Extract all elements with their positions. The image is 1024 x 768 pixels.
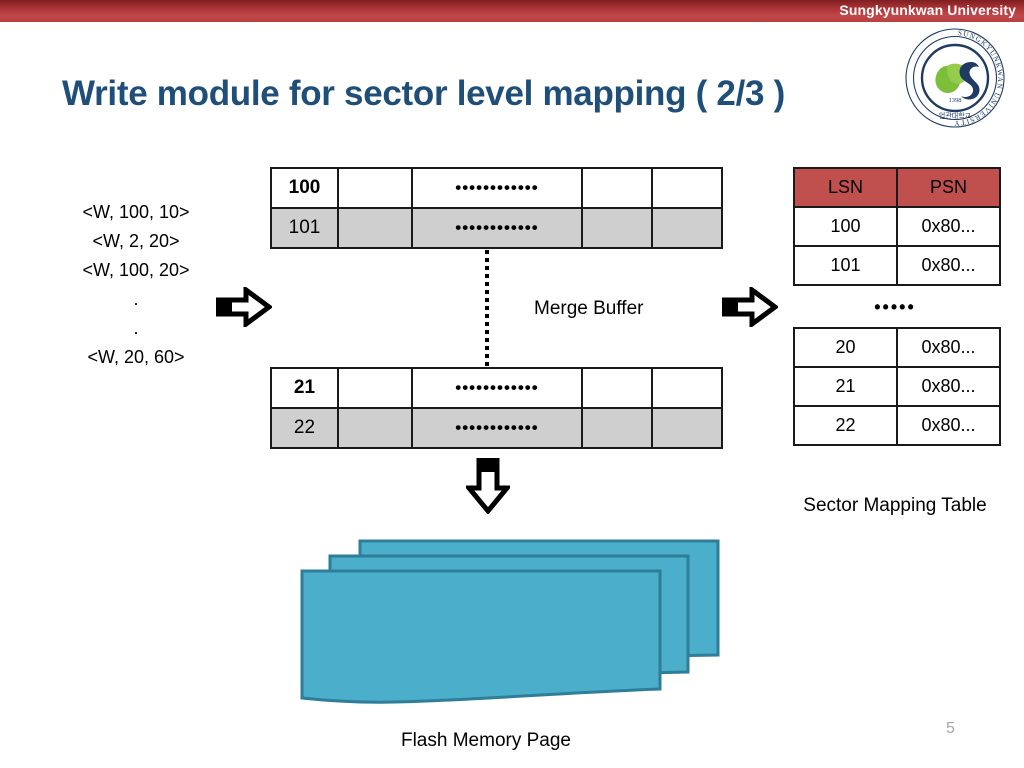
header-banner (0, 0, 1024, 22)
lsn-cell: 22 (793, 405, 898, 446)
sector-mapping-table-upper: LSN PSN 100 0x80... 101 0x80... (793, 167, 1001, 286)
buffer-cell-blank (651, 407, 723, 449)
psn-cell: 0x80... (896, 245, 1001, 286)
table-row: 22 •••••••••••• (270, 407, 723, 449)
buffer-cell-blank (337, 207, 413, 249)
write-request-ellipsis: . (133, 289, 139, 309)
psn-cell: 0x80... (896, 327, 1001, 368)
psn-cell: 0x80... (896, 405, 1001, 446)
flash-memory-page-stack (300, 525, 720, 705)
buffer-cell-blank (581, 407, 653, 449)
page-number: 5 (946, 720, 955, 737)
buffer-row-id: 21 (270, 367, 339, 409)
buffer-cell-blank (581, 367, 653, 409)
lsn-cell: 101 (793, 245, 898, 286)
arrow-right-icon (721, 285, 780, 329)
sungkyunkwan-seal-logo-icon: SUNGKYUNKWAN UNIVERSITY 1398 업관대학교 (903, 26, 1007, 130)
arrow-right-icon (215, 285, 274, 329)
buffer-connector-dotted-line (485, 250, 489, 366)
buffer-row-id: 100 (270, 167, 339, 209)
university-name-label: Sungkyunkwan University (839, 2, 1016, 18)
merge-buffer-top-table: 100 •••••••••••• 101 •••••••••••• (270, 167, 723, 249)
lsn-cell: 20 (793, 327, 898, 368)
write-request-list: <W, 100, 10> <W, 2, 20> <W, 100, 20> . .… (52, 198, 220, 372)
table-row: 22 0x80... (793, 405, 1001, 446)
flash-memory-caption: Flash Memory Page (400, 730, 571, 751)
write-request-item: <W, 100, 20> (82, 260, 190, 280)
column-header-psn: PSN (896, 167, 1001, 208)
table-row: 20 0x80... (793, 327, 1001, 368)
buffer-cell-blank (337, 167, 413, 209)
buffer-cell-blank (337, 367, 413, 409)
table-header-row: LSN PSN (793, 167, 1001, 208)
svg-text:업관대학교: 업관대학교 (939, 111, 972, 120)
table-row: 21 0x80... (793, 366, 1001, 407)
mapping-table-separator-ellipsis: ••••• (874, 297, 916, 317)
buffer-row-id: 22 (270, 407, 339, 449)
merge-buffer-bottom-table: 21 •••••••••••• 22 •••••••••••• (270, 367, 723, 449)
write-request-item: <W, 2, 20> (92, 231, 180, 251)
buffer-cell-blank (337, 407, 413, 449)
column-header-lsn: LSN (793, 167, 898, 208)
buffer-cell-blank (651, 207, 723, 249)
buffer-cell-blank (581, 207, 653, 249)
table-row: 101 •••••••••••• (270, 207, 723, 249)
buffer-cell-dots: •••••••••••• (411, 207, 583, 249)
write-request-item: <W, 20, 60> (87, 347, 185, 367)
logo-year-label: 1398 (949, 97, 962, 104)
flash-memory-page (300, 569, 662, 704)
lsn-cell: 21 (793, 366, 898, 407)
psn-cell: 0x80... (896, 366, 1001, 407)
table-row: 21 •••••••••••• (270, 367, 723, 409)
merge-buffer-label: Merge Buffer (534, 298, 644, 319)
write-request-item: <W, 100, 10> (82, 202, 190, 222)
buffer-cell-dots: •••••••••••• (411, 367, 583, 409)
buffer-cell-blank (651, 367, 723, 409)
table-row: 101 0x80... (793, 245, 1001, 286)
buffer-cell-blank (651, 167, 723, 209)
table-row: 100 •••••••••••• (270, 167, 723, 209)
arrow-down-icon (463, 457, 513, 515)
sector-mapping-table-lower: 20 0x80... 21 0x80... 22 0x80... (793, 327, 1001, 446)
table-row: 100 0x80... (793, 206, 1001, 247)
buffer-row-id: 101 (270, 207, 339, 249)
psn-cell: 0x80... (896, 206, 1001, 247)
buffer-cell-blank (581, 167, 653, 209)
lsn-cell: 100 (793, 206, 898, 247)
write-request-ellipsis: . (133, 318, 139, 338)
buffer-cell-dots: •••••••••••• (411, 407, 583, 449)
page-title: Write module for sector level mapping ( … (62, 74, 785, 113)
sector-mapping-table-caption: Sector Mapping Table (803, 495, 987, 516)
buffer-cell-dots: •••••••••••• (411, 167, 583, 209)
